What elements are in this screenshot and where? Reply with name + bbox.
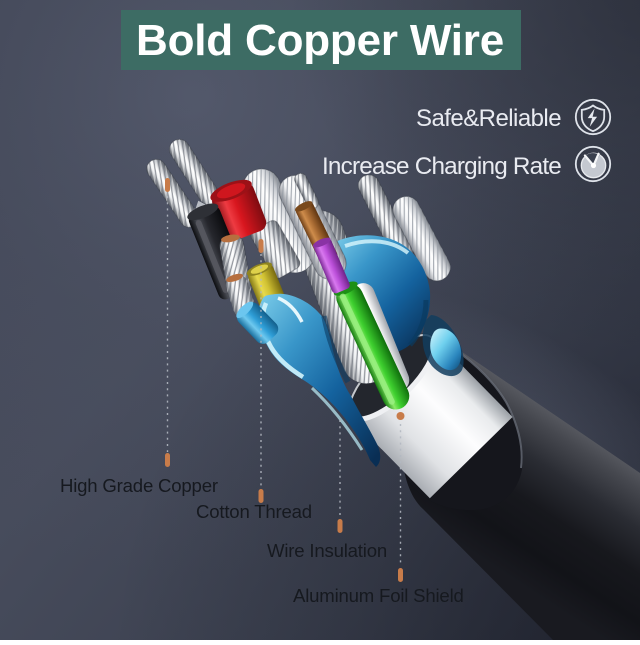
svg-text:Wire Insulation: Wire Insulation [267, 540, 387, 561]
svg-text:Increase Charging Rate: Increase Charging Rate [322, 153, 561, 180]
svg-text:Cotton Thread: Cotton Thread [196, 501, 312, 522]
svg-text:Aluminum Foil Shield: Aluminum Foil Shield [293, 585, 464, 606]
svg-text:Safe&Reliable: Safe&Reliable [416, 105, 561, 132]
svg-text:High Grade Copper: High Grade Copper [60, 475, 218, 496]
svg-text:Bold Copper Wire: Bold Copper Wire [136, 16, 504, 65]
